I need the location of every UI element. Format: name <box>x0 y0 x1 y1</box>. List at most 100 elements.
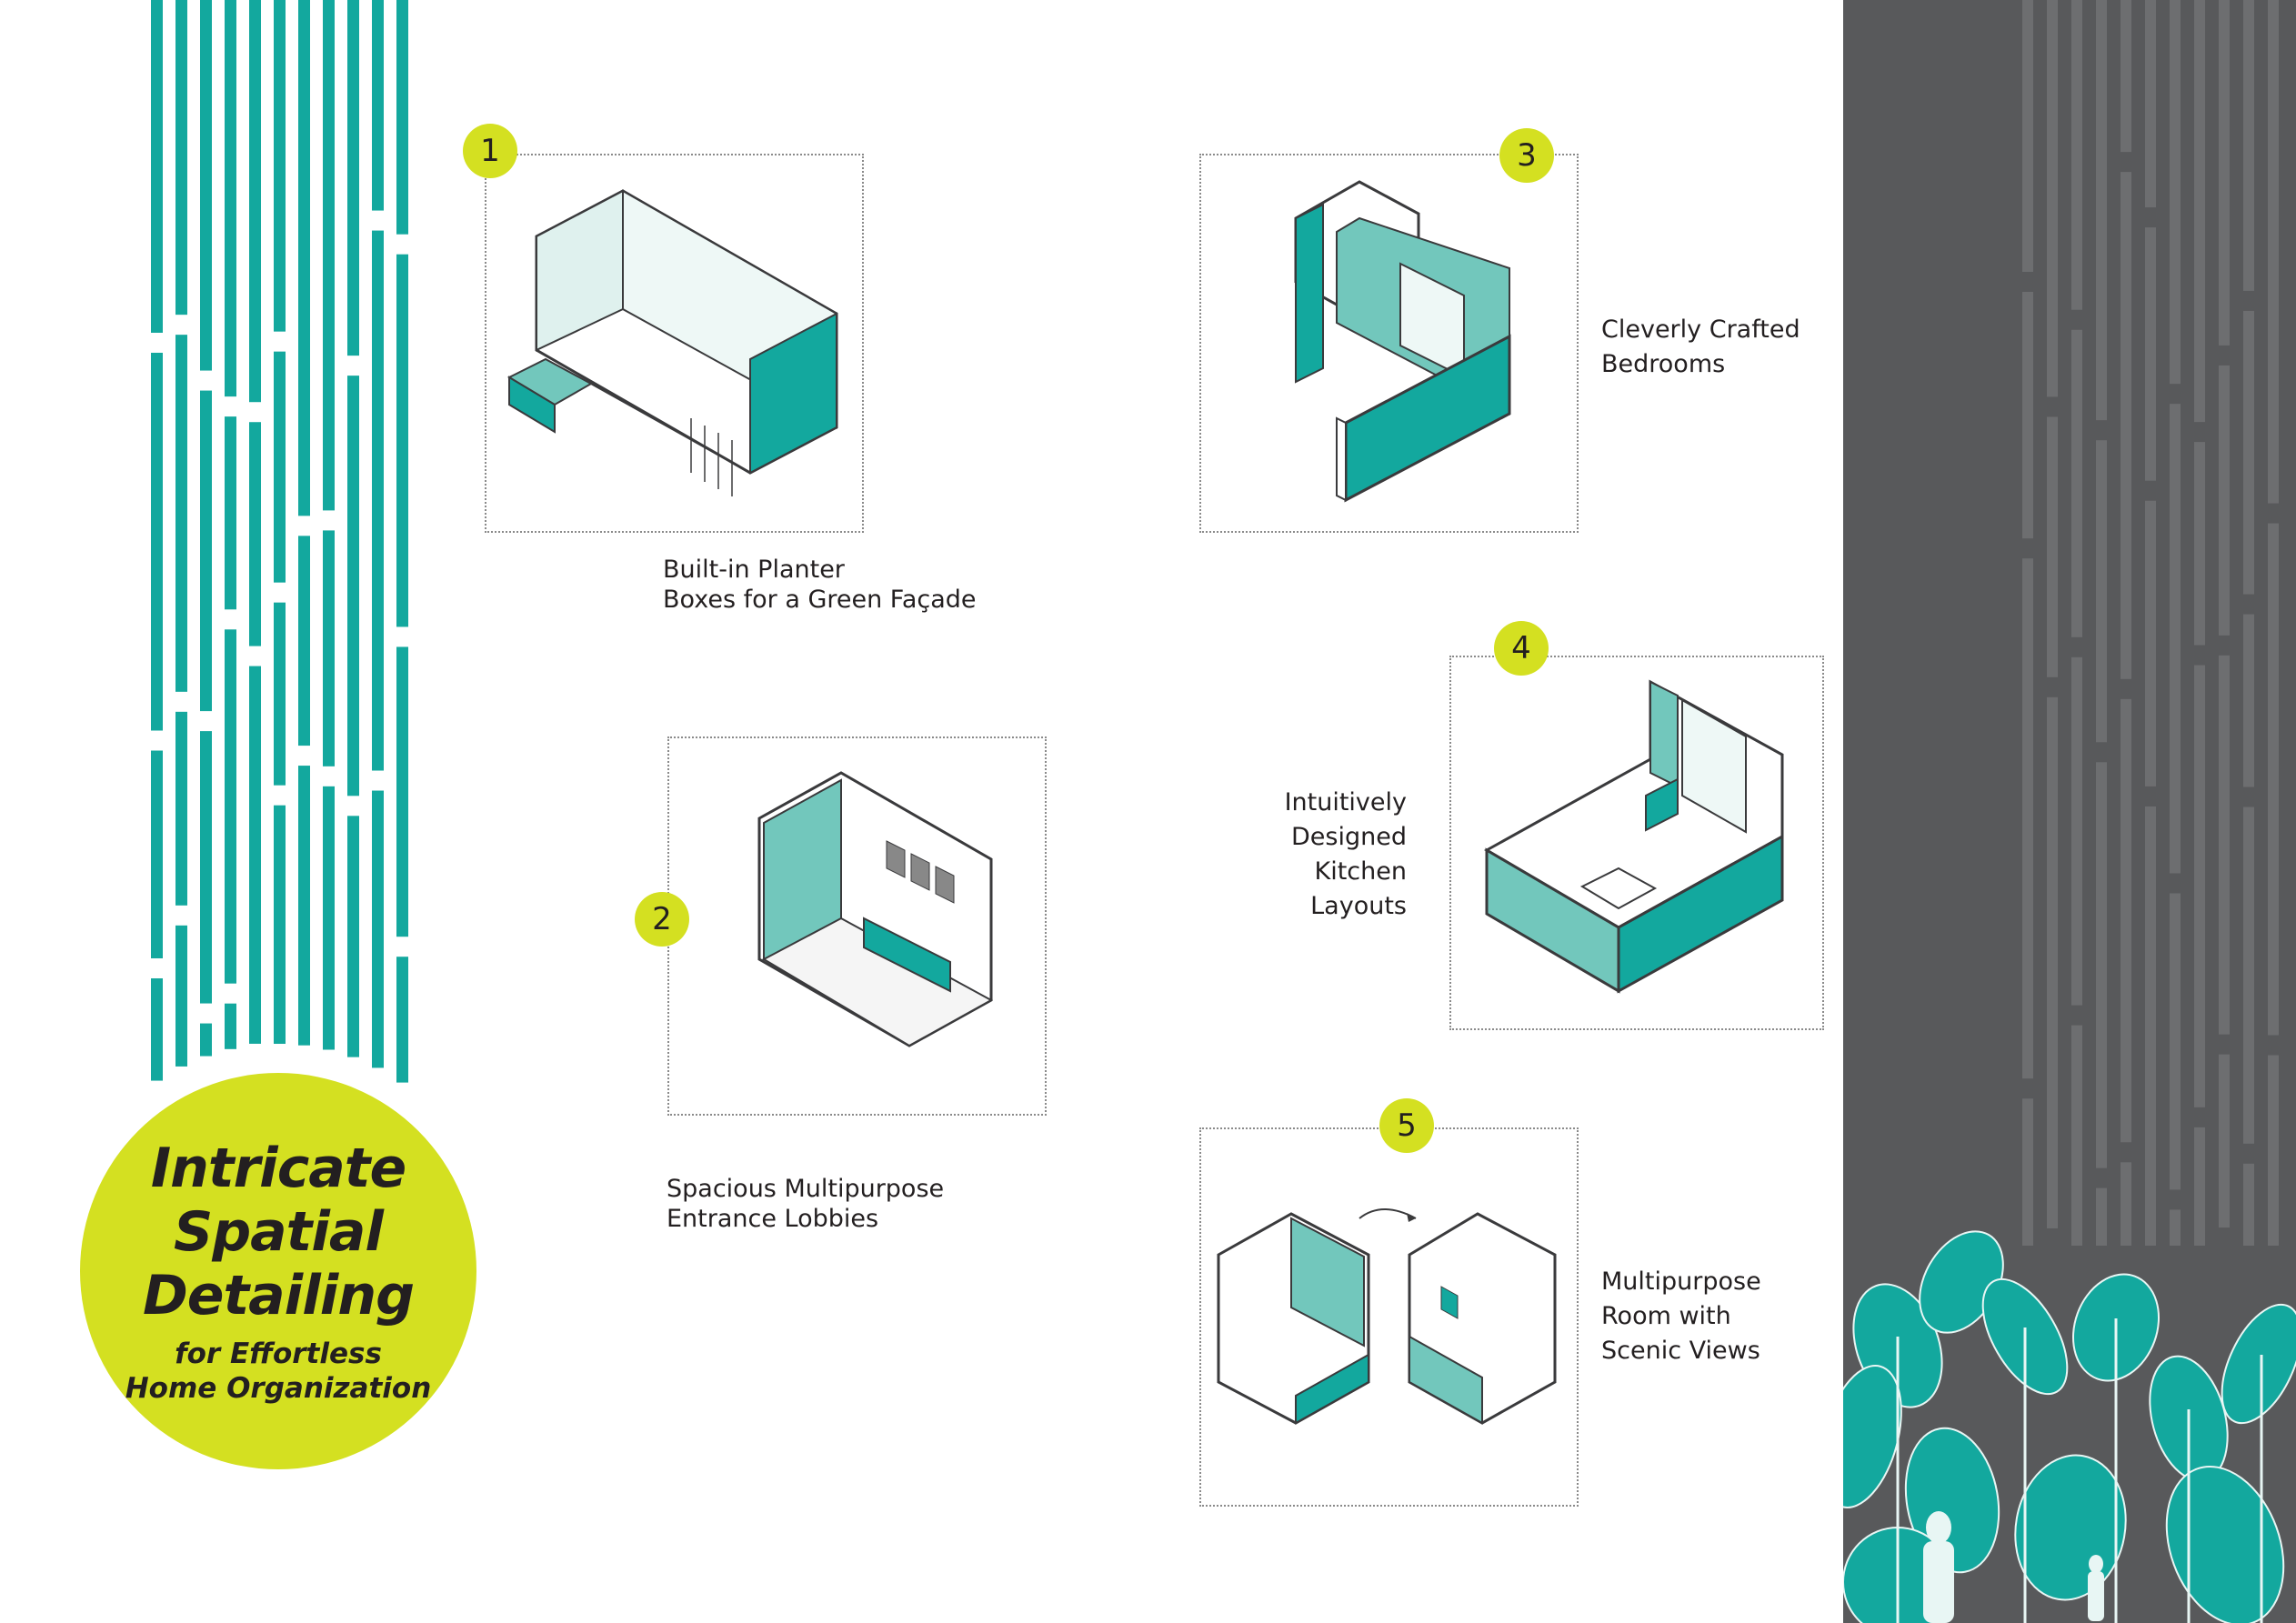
hero-subtitle: for Effortless Home Organization <box>80 1337 476 1406</box>
stripe-bar <box>298 536 310 746</box>
feature-1-frame <box>485 154 864 533</box>
stripe-bar <box>274 351 286 583</box>
stripe-bar <box>225 1003 236 1049</box>
stripe-bar <box>200 0 212 371</box>
feature-3-label: Cleverly Crafted Bedrooms <box>1601 313 1800 382</box>
stripe-bar <box>396 646 408 937</box>
stripe-bar <box>151 352 163 731</box>
stripe-bar <box>151 750 163 959</box>
feature-5-number-badge: 5 <box>1379 1098 1434 1153</box>
stripe-bar <box>323 530 335 766</box>
stripe-bar <box>175 0 187 316</box>
stripe-bar <box>347 816 359 1057</box>
stripe-bar <box>2145 806 2156 1246</box>
stripe-bar <box>2096 1187 2107 1246</box>
stripe-bar <box>2268 1055 2279 1246</box>
stripe-bar <box>200 390 212 712</box>
label-line: Spacious Multipurpose <box>667 1175 945 1203</box>
stripe-bar <box>2096 0 2107 421</box>
stripe-bar <box>2047 0 2058 397</box>
label-line: Built-in Planter <box>663 556 845 584</box>
entrance-lobby-illustration <box>757 771 994 1047</box>
stripe-bar <box>2145 227 2156 481</box>
stripe-bar <box>249 422 261 646</box>
hero-badge: Intricate Spatial Detailing for Effortle… <box>80 1073 476 1469</box>
stripe-bar <box>2243 0 2254 291</box>
stripe-bar <box>347 376 359 796</box>
teal-stripe-pattern <box>151 0 408 1083</box>
stripe-bar <box>298 0 310 516</box>
stripe-bar <box>2194 442 2205 646</box>
stripe-bar <box>396 0 408 235</box>
stripe-bar <box>2121 0 2131 153</box>
label-line: Boxes for a Green Façade <box>663 586 977 614</box>
label-line: Room with <box>1601 1302 1731 1330</box>
stripe-bar <box>2071 0 2082 310</box>
stripe-bar <box>200 731 212 1004</box>
stripe-bar <box>2145 500 2156 786</box>
stripe-bar <box>2022 291 2033 539</box>
hero-title: Intricate Spatial Detailing <box>80 1137 476 1327</box>
stripe-bar <box>2047 416 2058 677</box>
stripe-bar <box>2219 365 2230 636</box>
stripe-bar <box>200 1023 212 1057</box>
stripe-bar <box>2219 1054 2230 1228</box>
label-line: Cleverly Crafted <box>1601 316 1800 344</box>
stripe-bar <box>2022 1098 2033 1246</box>
stripe-bar <box>2071 656 2082 1006</box>
stripe-bar <box>372 0 384 211</box>
stripe-bar <box>372 230 384 771</box>
stripe-bar <box>396 254 408 627</box>
stripe-bar <box>274 805 286 1045</box>
stripe-bar <box>225 416 236 610</box>
stripe-bar <box>2022 558 2033 1079</box>
feature-4-frame <box>1449 656 1824 1030</box>
label-line: Kitchen <box>1314 857 1407 886</box>
stripe-bar <box>2121 172 2131 679</box>
stripe-bar <box>249 0 261 403</box>
stripe-bar <box>2022 0 2033 272</box>
stripe-bar <box>2170 0 2181 385</box>
label-line: Layouts <box>1310 892 1407 920</box>
stripe-bar <box>2243 806 2254 1144</box>
stripe-bar <box>2071 1025 2082 1246</box>
feature-4-number-badge: 4 <box>1494 621 1549 676</box>
hero-subtitle-line: for Effortless <box>175 1337 382 1370</box>
feature-3-number-badge: 3 <box>1499 128 1554 183</box>
multipurpose-room-illustration <box>1217 1208 1557 1425</box>
stripe-bar <box>151 0 163 333</box>
feature-4-label: Intuitively Designed Kitchen Layouts <box>1225 786 1407 924</box>
hero-subtitle-line: Home Organization <box>125 1372 432 1405</box>
hero-title-line: Detailing <box>142 1264 415 1327</box>
stripe-bar <box>2170 404 2181 874</box>
stripe-bar <box>2243 1163 2254 1246</box>
stripe-bar <box>2219 0 2230 346</box>
feature-2-number-badge: 2 <box>635 892 689 947</box>
stripe-bar <box>2170 893 2181 1190</box>
label-line: Scenic Views <box>1601 1337 1760 1365</box>
stripe-bar <box>2145 0 2156 208</box>
stripe-bar <box>2096 762 2107 1168</box>
stripe-bar <box>274 602 286 786</box>
stripe-bar <box>323 0 335 511</box>
feature-1-label: Built-in Planter Boxes for a Green Façad… <box>663 555 977 615</box>
stripe-bar <box>2243 614 2254 787</box>
stripe-bar <box>347 0 359 356</box>
stripe-bar <box>225 0 236 397</box>
stripe-bar <box>175 925 187 1067</box>
stripe-bar <box>151 978 163 1081</box>
label-line: Intuitively <box>1284 788 1407 817</box>
label-line: Bedrooms <box>1601 350 1726 378</box>
feature-5-label: Multipurpose Room with Scenic Views <box>1601 1265 1761 1368</box>
planter-balcony-illustration <box>506 189 838 496</box>
stripe-bar <box>175 711 187 906</box>
stripe-bar <box>2121 1162 2131 1246</box>
stripe-bar <box>175 335 187 692</box>
label-line: Designed <box>1291 823 1407 851</box>
kitchen-illustration <box>1483 679 1784 994</box>
stripe-bar <box>2170 1209 2181 1246</box>
stripe-bar <box>249 666 261 1044</box>
stripe-bar <box>2194 1127 2205 1246</box>
hero-title-line: Spatial <box>174 1200 384 1264</box>
